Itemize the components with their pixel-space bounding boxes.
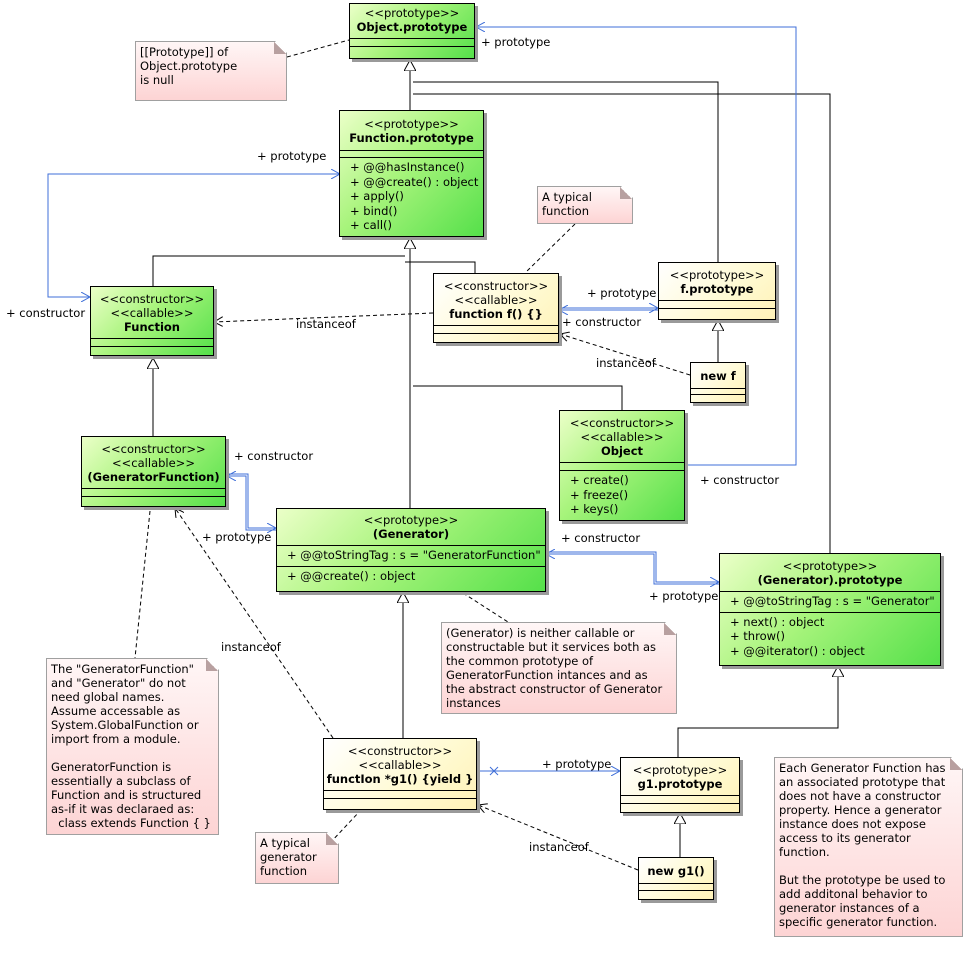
operation: + bind() — [350, 203, 398, 218]
class-generator[interactable]: <<prototype>> (Generator) + @@toStringTa… — [276, 508, 546, 592]
gen-generator-prototype-to-object-prototype — [413, 93, 831, 553]
note-typical-generator: A typical generator function — [255, 832, 339, 884]
class-name: f.prototype — [680, 282, 754, 296]
class-name: (Generator).prototype — [757, 573, 903, 587]
label-prototype: + prototype — [202, 530, 272, 544]
note-null-prototype: [[Prototype]] of Object.prototype is nul… — [135, 41, 287, 101]
operation: + @@hasInstance() — [350, 160, 465, 174]
label-constructor: + constructor — [700, 473, 780, 487]
operation: + throw() — [730, 629, 785, 643]
class-function-prototype[interactable]: <<prototype>> Function.prototype + @@has… — [339, 110, 484, 237]
label-constructor: + constructor — [561, 531, 641, 545]
operation: + freeze() — [570, 487, 629, 502]
class-generator-function[interactable]: <<constructor>> <<callable>> (GeneratorF… — [81, 436, 226, 507]
class-new-f[interactable]: new f — [690, 362, 746, 403]
class-name: function f() {} — [449, 307, 543, 321]
label-prototype: + prototype — [257, 149, 327, 163]
stereotype: <<constructor>> — [347, 744, 453, 758]
class-name: Object — [600, 444, 644, 458]
class-name: (Generator) — [372, 527, 450, 541]
stereotype: <<constructor>> — [569, 416, 675, 430]
label-constructor: + constructor — [562, 315, 642, 329]
class-name: functIon *g1() {yield } — [326, 772, 474, 786]
gen-f-prototype-to-object-prototype — [413, 81, 719, 262]
assoc-function-prototype-constructor — [47, 174, 340, 298]
operation: + @@create() : object — [350, 174, 479, 189]
assoc-generator-prototype-constructor — [546, 551, 719, 582]
label-constructor: + constructor — [6, 306, 86, 320]
assoc-generator-constructor — [227, 473, 276, 528]
attribute: + @@toStringTag : s = "GeneratorFunction… — [287, 548, 541, 562]
label-prototype: + prototype — [649, 589, 719, 603]
stereotype: <<callable>> — [580, 430, 664, 444]
label-instanceof: instanceof — [596, 356, 656, 370]
stereotype: <<prototype>> — [782, 559, 878, 573]
operation: + @@create() : object — [287, 568, 416, 583]
label-prototype: + prototype — [542, 757, 612, 771]
class-object[interactable]: <<constructor>> <<callable>> Object + cr… — [559, 410, 685, 521]
assoc-object-prototype-constructor — [476, 27, 797, 466]
stereotype: <<callable>> — [112, 456, 195, 470]
class-name: Function — [123, 320, 180, 334]
operation: + keys() — [570, 502, 619, 516]
gen-function-ctor-to-function-prototype — [152, 255, 405, 286]
class-name: g1.prototype — [637, 777, 723, 791]
gen-object-ctor-to-function-prototype — [413, 385, 623, 410]
instanceof-function-g1 — [175, 508, 334, 739]
stereotype: <<prototype>> — [364, 6, 460, 20]
instanceof-new-f — [560, 334, 691, 376]
class-function[interactable]: <<constructor>> <<callable>> Function — [90, 286, 214, 356]
class-object-prototype[interactable]: <<prototype>> Object.prototype — [349, 3, 475, 59]
label-instanceof: instanceof — [529, 840, 589, 854]
note-typical-function: A typical function — [537, 186, 633, 224]
class-name: Function.prototype — [349, 131, 474, 145]
operation: + call() — [350, 218, 393, 232]
stereotype: <<prototype>> — [363, 513, 459, 527]
class-name: Object.prototype — [356, 20, 468, 34]
gen-function-f-to-function-prototype — [405, 261, 476, 273]
note-generator-description: (Generator) is neither callable or const… — [441, 622, 677, 714]
stereotype: <<callable>> — [454, 293, 538, 307]
stereotype: <<callable>> — [358, 758, 442, 772]
class-name: new g1() — [647, 864, 705, 878]
stereotype: <<constructor>> — [101, 442, 206, 456]
class-name: new f — [700, 369, 736, 383]
note-each-generator: Each Generator Function has an associate… — [774, 757, 963, 937]
class-function-g1[interactable]: <<constructor>> <<callable>> functIon *g… — [323, 738, 477, 810]
operation: + @@iterator() : object — [730, 643, 865, 658]
attribute: + @@toStringTag : s = "Generator" — [730, 594, 935, 608]
operation: + next() : object — [730, 614, 825, 629]
class-g1-prototype[interactable]: <<prototype>> g1.prototype — [620, 757, 740, 813]
operation: + create() — [570, 473, 629, 487]
operation: + apply() — [350, 189, 404, 203]
label-prototype: + prototype — [587, 286, 657, 300]
class-new-g1[interactable]: new g1() — [638, 857, 714, 900]
class-function-f[interactable]: <<constructor>> <<callable>> function f(… — [433, 273, 559, 343]
stereotype: <<prototype>> — [364, 117, 459, 131]
gen-g1-prototype-to-generator-prototype — [677, 666, 838, 757]
label-constructor: + constructor — [234, 449, 314, 463]
stereotype: <<callable>> — [110, 306, 194, 320]
stereotype: <<constructor>> — [99, 292, 205, 306]
class-generator-prototype[interactable]: <<prototype>> (Generator).prototype + @@… — [719, 553, 941, 666]
label-instanceof: instanceof — [296, 317, 356, 331]
stereotype: <<constructor>> — [443, 279, 549, 293]
class-name: (GeneratorFunction) — [87, 470, 220, 484]
label-prototype: + prototype — [481, 35, 551, 49]
label-instanceof: instanceof — [221, 640, 281, 654]
instanceof-new-g1 — [478, 805, 639, 871]
stereotype: <<prototype>> — [669, 268, 765, 282]
instanceof-function-f — [214, 312, 434, 322]
note-global-names: The "GeneratorFunction" and "Generator" … — [46, 658, 219, 835]
stereotype: <<prototype>> — [632, 763, 728, 777]
class-f-prototype[interactable]: <<prototype>> f.prototype — [658, 262, 776, 320]
